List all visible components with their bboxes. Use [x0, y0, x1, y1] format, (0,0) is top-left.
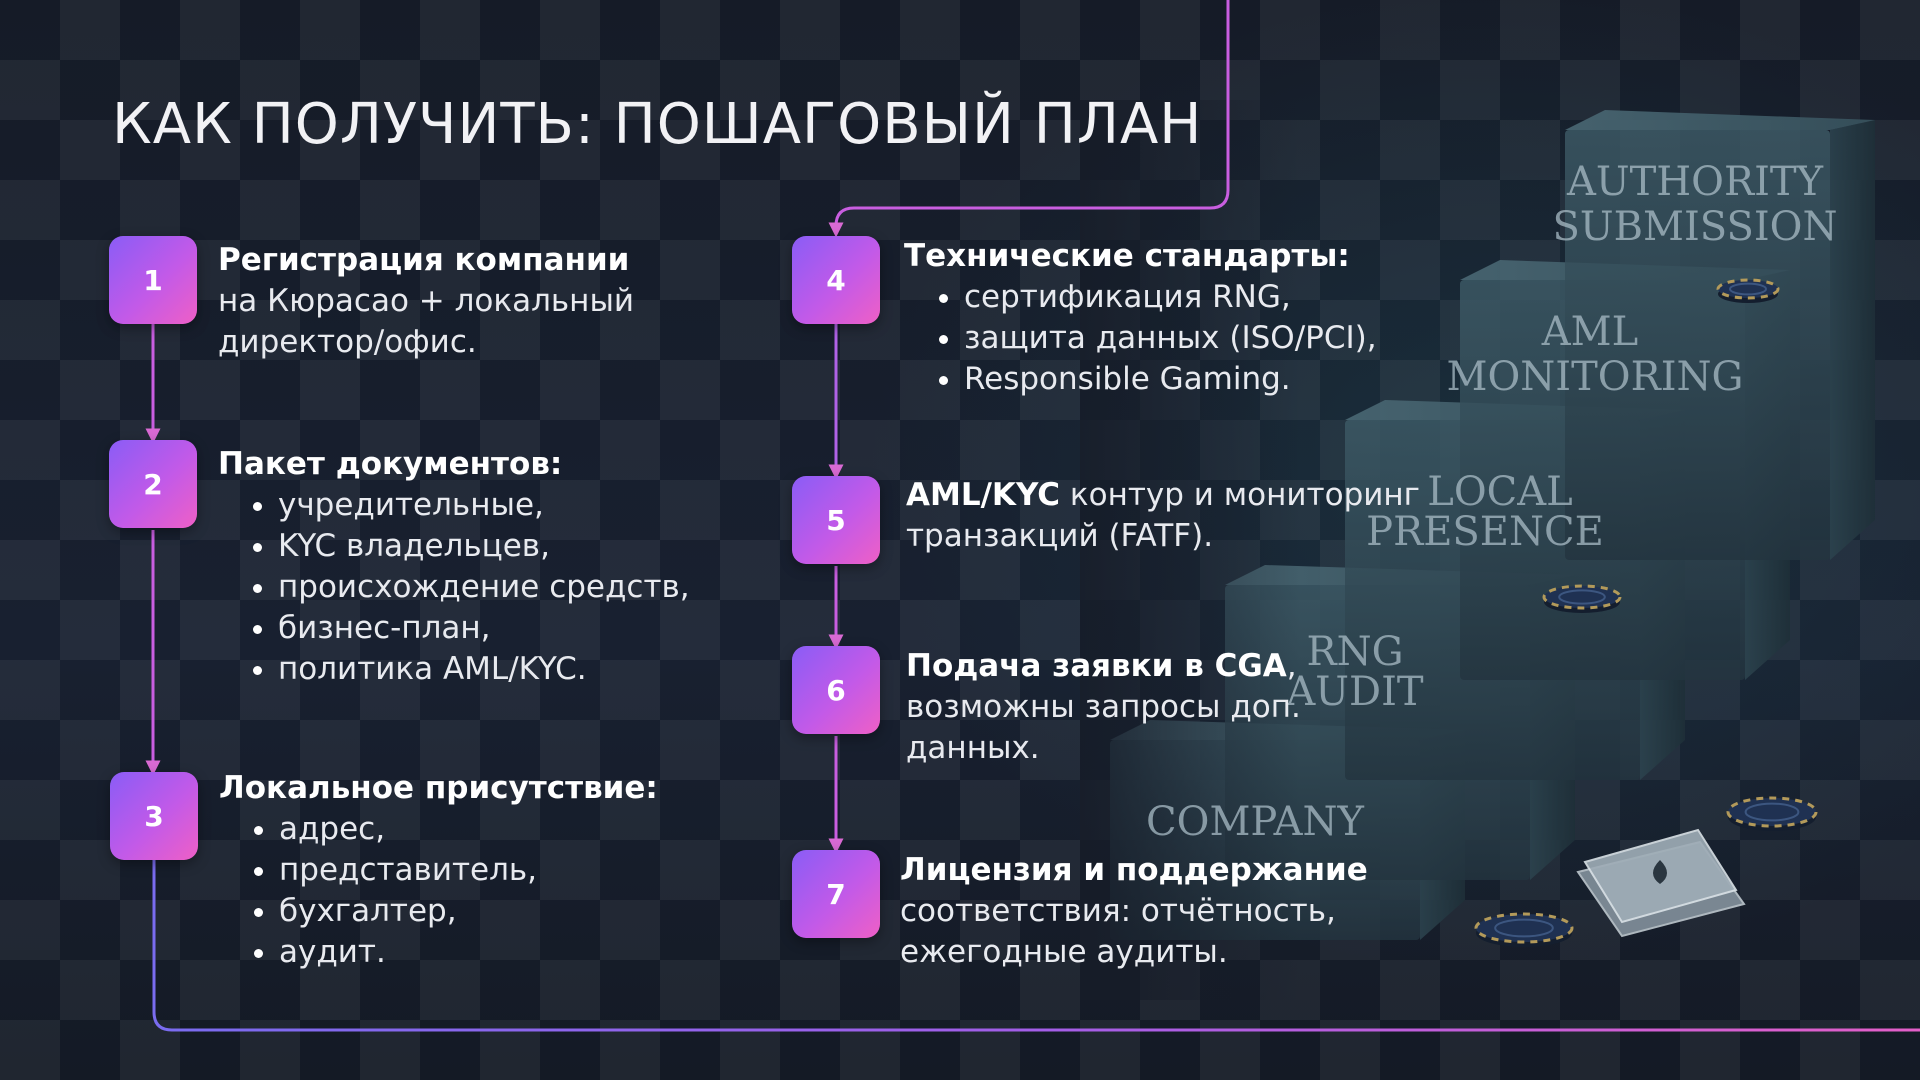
stair-label: AML: [1541, 309, 1638, 355]
stair-label: AUTHORITY: [1566, 159, 1824, 205]
step-2-heading: Пакет документов:: [218, 446, 563, 482]
step-7-badge: 7: [792, 850, 880, 938]
step-4-bullet: Responsible Gaming.: [964, 359, 1377, 400]
stair-label: RNG: [1306, 629, 1403, 675]
stair-label: MONITORING: [1447, 354, 1744, 400]
step-6-heading-rest: ,: [1286, 648, 1297, 684]
stair-step: [1565, 110, 1875, 560]
step-3-list: адрес, представитель, бухгалтер, аудит.: [219, 809, 658, 973]
connector-top-4: [828, 0, 1230, 238]
step-2-bullet: учредительные,: [278, 485, 690, 526]
step-6-heading: Подача заявки в CGA: [906, 648, 1287, 684]
step-7-line: соответствия: отчётность,: [900, 893, 1336, 929]
step-3-bullet: бухгалтер,: [279, 891, 658, 932]
step-1-line: на Кюрасао + локальный: [218, 283, 635, 319]
step-2-bullet: политика AML/KYC.: [278, 649, 690, 690]
stair-label: PRESENCE: [1366, 509, 1604, 555]
casino-chip-icon: [1474, 912, 1574, 947]
step-3-heading: Локальное присутствие:: [219, 770, 658, 806]
stair-label: COMPANY: [1146, 799, 1364, 845]
step-7-text: Лицензия и поддержание соответствия: отч…: [900, 850, 1368, 973]
step-4-bullet: защита данных (ISO/PCI),: [964, 318, 1377, 359]
step-5-heading-rest: контур и мониторинг: [1060, 477, 1420, 513]
casino-chip-icon: [1716, 278, 1780, 303]
step-2-bullet: KYC владельцев,: [278, 526, 690, 567]
step-5-heading: AML/KYC: [906, 477, 1061, 513]
step-6-text: Подача заявки в CGA, возможны запросы до…: [906, 646, 1301, 769]
step-7-line: ежегодные аудиты.: [900, 934, 1228, 970]
step-5-badge: 5: [792, 476, 880, 564]
page-title: КАК ПОЛУЧИТЬ: ПОШАГОВЫЙ ПЛАН: [112, 92, 1203, 157]
step-2-list: учредительные, KYC владельцев, происхожд…: [218, 485, 690, 690]
step-2-text: Пакет документов: учредительные, KYC вла…: [218, 444, 690, 690]
step-2-bullet: бизнес-план,: [278, 608, 690, 649]
step-6-badge: 6: [792, 646, 880, 734]
casino-chip-icon: [1726, 796, 1818, 831]
step-1-badge: 1: [109, 236, 197, 324]
step-4-heading: Технические стандарты:: [904, 238, 1350, 274]
step-7-heading: Лицензия и поддержание: [900, 852, 1368, 888]
step-1-text: Регистрация компании на Кюрасао + локаль…: [218, 240, 634, 363]
step-4-text: Технические стандарты: сертификация RNG,…: [904, 236, 1377, 400]
step-6-line: данных.: [906, 730, 1040, 766]
stair-label: LOCAL: [1427, 469, 1572, 515]
step-3-text: Локальное присутствие: адрес, представит…: [219, 768, 658, 973]
step-5-line: транзакций (FATF).: [906, 518, 1214, 554]
step-3-bullet: представитель,: [279, 850, 658, 891]
playing-card-icon: [1576, 828, 1746, 938]
stair-label: SUBMISSION: [1553, 204, 1838, 250]
step-5-text: AML/KYC контур и мониторинг транзакций (…: [906, 475, 1420, 557]
step-4-bullet: сертификация RNG,: [964, 277, 1377, 318]
step-4-list: сертификация RNG, защита данных (ISO/PCI…: [904, 277, 1377, 400]
step-1-heading: Регистрация компании: [218, 242, 630, 278]
step-6-line: возможны запросы доп.: [906, 689, 1301, 725]
chips-group: [1474, 278, 1818, 947]
step-3-badge: 3: [110, 772, 198, 860]
step-3-bullet: адрес,: [279, 809, 658, 850]
casino-chip-icon: [1542, 584, 1622, 613]
step-2-bullet: происхождение средств,: [278, 567, 690, 608]
step-1-line: директор/офис.: [218, 324, 477, 360]
connector-3-bottom: [152, 858, 1920, 1032]
step-2-badge: 2: [109, 440, 197, 528]
stair-label: AUDIT: [1285, 669, 1423, 715]
step-3-bullet: аудит.: [279, 932, 658, 973]
step-4-badge: 4: [792, 236, 880, 324]
